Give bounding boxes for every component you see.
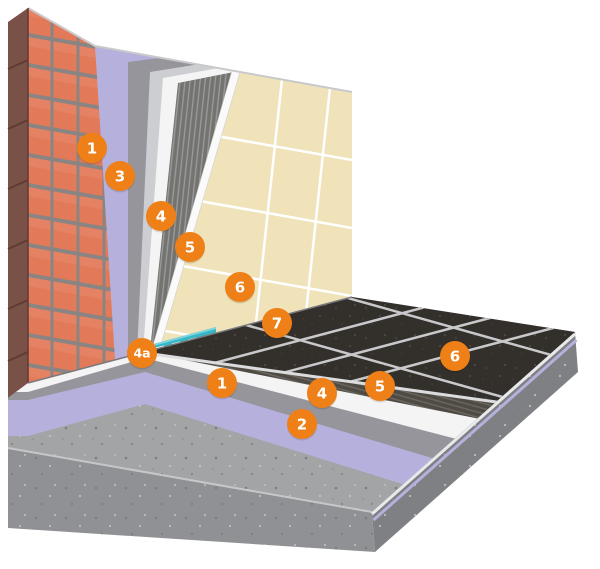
badge-label: 2: [297, 415, 307, 433]
badge-label: 4a: [133, 346, 150, 361]
wall-badge-4: 4: [146, 201, 176, 233]
wall-badge-7: 7: [262, 308, 292, 340]
wall-badge-5: 5: [175, 232, 205, 264]
floor-badge-6: 6: [440, 341, 470, 373]
badge-label: 5: [185, 238, 195, 256]
wall-top-edge-highlight: [27, 7, 353, 93]
badge-label: 1: [87, 139, 97, 157]
floor-badge-4: 4: [307, 378, 337, 410]
wall-badge-1: 1: [77, 133, 107, 165]
badge-label: 6: [235, 278, 245, 296]
wall-badge-6: 6: [225, 272, 255, 304]
badge-label: 5: [375, 377, 385, 395]
brick-course-lines: [7, 59, 29, 362]
wall-badge-3: 3: [105, 161, 135, 193]
slab-right-face: [371, 332, 578, 552]
wall-floor-junction-line: [27, 296, 353, 384]
badge-label: 4: [317, 384, 327, 402]
floor-badge-2: 2: [287, 409, 317, 441]
badge-label: 4: [156, 207, 166, 225]
floor-badge-5: 5: [365, 371, 395, 403]
floor-badge-4a: 4a: [127, 338, 157, 370]
badge-label: 1: [217, 374, 227, 392]
badge-label: 6: [450, 347, 460, 365]
slab-front-face: [7, 447, 375, 552]
floor-badge-1: 1: [207, 368, 237, 400]
brick-wall-side-face: [7, 8, 29, 400]
badge-label: 3: [115, 167, 125, 185]
badge-label: 7: [272, 314, 282, 332]
